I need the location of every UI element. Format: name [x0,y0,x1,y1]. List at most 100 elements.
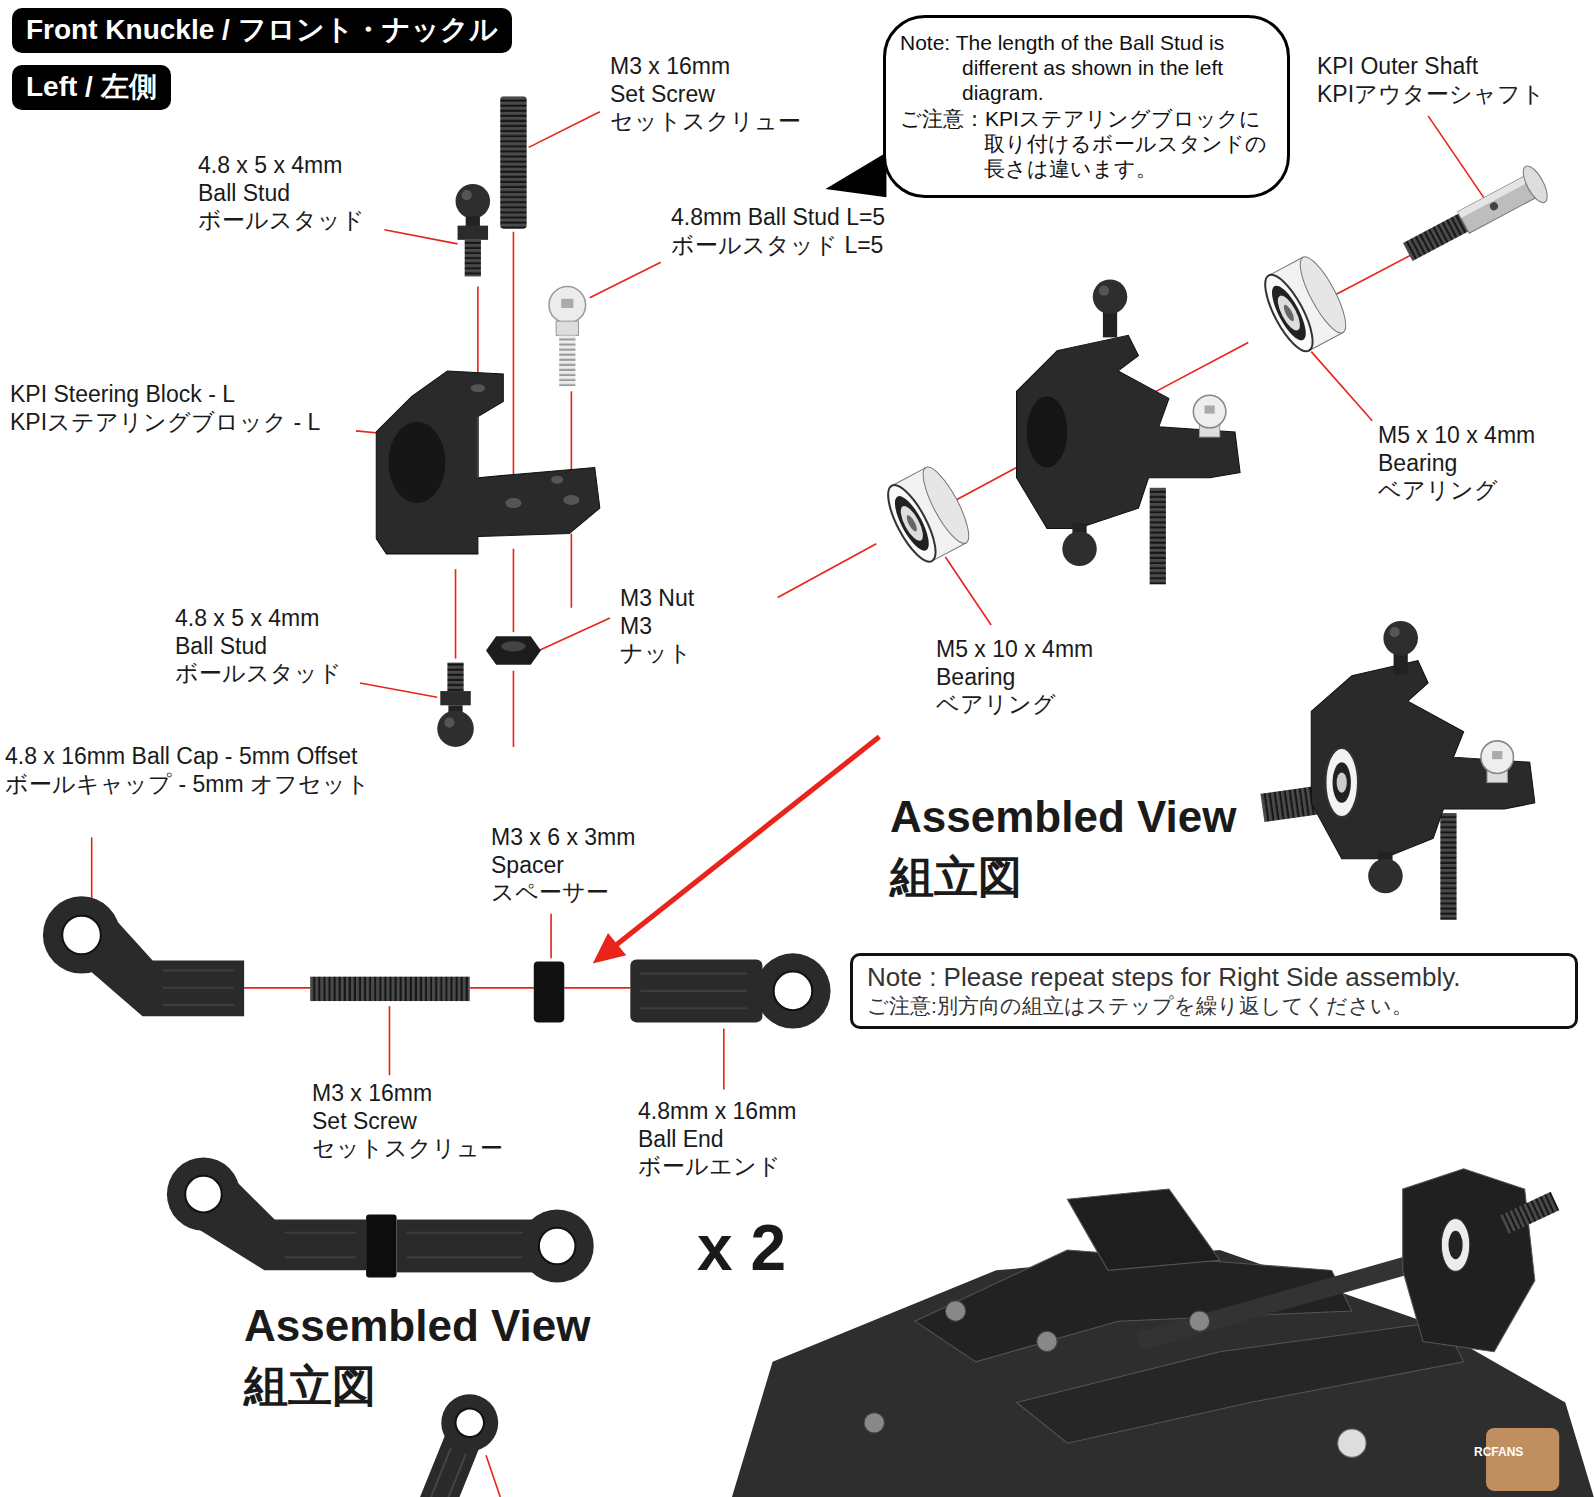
leader-lines [92,112,1491,1497]
set-screw-part [310,977,470,1001]
assembled-rod-part [285,1233,529,1257]
chassis-part [1338,1429,1366,1457]
spacer-part [534,961,564,1022]
bearing [1256,251,1354,357]
leader-lines-part [470,987,534,989]
ball-end-part [640,974,747,1009]
bearing-part [1282,304,1296,323]
bearing-part [879,479,944,568]
leader-lines-part [550,914,552,959]
view-heading: 組立図 [244,1360,376,1413]
part-label: M5 x 10 x 4mm Bearing ベアリング [936,636,1101,719]
ball-stud-part [437,710,474,747]
chassis-part [1500,1192,1559,1234]
chassis-part [864,1413,884,1433]
assembled-knuckle-part [1492,751,1502,759]
leader-lines-part [1147,342,1249,396]
leader-lines-part [564,987,630,989]
part-label: 4.8mm x 16mm Ball End ボールエンド [638,1098,803,1181]
part-label: KPI Outer Shaft KPIアウターシャフト [1317,53,1487,108]
chassis-part [1441,1219,1469,1272]
assembled-rod-part [539,1228,576,1265]
rod-end-part [433,1386,507,1460]
ball-stud-part [458,226,488,240]
ball-stud-part [456,184,491,219]
ball-stud-part [466,216,480,226]
steering-block-part [563,495,579,505]
leader-lines-part [513,232,515,503]
node-text: Note : Please repeat steps for Right Sid… [867,962,1561,993]
white-ball-stud [549,287,586,387]
leader-lines-part [513,549,515,632]
node-text: Left / 左側 [26,70,157,104]
nut-part [486,636,541,664]
red-arrow-part [593,933,627,963]
bearing-part [889,492,936,555]
bearing [879,462,977,568]
note-box: Note : Please repeat steps for Right Sid… [850,953,1578,1029]
part-label: KPI Steering Block - L KPIステアリングブロック - L [10,381,345,436]
leader-lines-part [513,671,515,747]
part-label: 4.8 x 16mm Ball Cap - 5mm Offset ボールキャップ… [5,743,380,798]
leader-lines-part [1428,116,1491,208]
section-band: Left / 左側 [12,65,171,110]
leader-lines-part [91,837,93,898]
bearing-part [1274,293,1305,334]
part-label: 4.8mm Ball Stud L=5 ボールスタッド L=5 [671,204,886,259]
steering-block-part [388,422,445,503]
white-ball-stud-part [561,299,573,308]
rod-end-part [417,1448,466,1497]
chassis-part [1189,1311,1209,1331]
steering-block-part [551,476,563,484]
view-heading: Assembled View [890,791,1236,844]
red-arrow [593,737,880,964]
outer-shaft-part [1488,201,1499,212]
leader-lines-part [723,1028,725,1089]
steering-block-part [376,371,600,554]
ball-end-part [774,972,813,1011]
leader-lines-part [486,1455,500,1497]
title-band: Front Knuckle / フロント・ナックル [12,8,512,53]
ball-cap-part [163,971,234,1006]
set-screw-part [500,97,526,229]
view-heading: Assembled View [244,1300,590,1353]
chassis-part [1448,1231,1462,1259]
note-callout: Note: The length of the Ball Stud is dif… [883,15,1290,198]
leader-lines-part [244,987,310,989]
outer-shaft-part [1458,174,1533,218]
leader-lines-part [950,467,1016,503]
chassis-part [1067,1189,1219,1270]
chassis-part [945,1301,965,1321]
ball-stud [437,663,474,747]
ball-stud-part [447,663,463,691]
steering-block [1017,279,1241,584]
node-subtext: ご注意：KPIステアリングブロックに取り付けるボールスタンドの長さは違います。 [900,106,1271,182]
ball-end [630,953,830,1028]
part-label: 4.8 x 5 x 4mm Ball Stud ボールスタッド [198,152,358,235]
leader-lines-part [384,230,457,244]
steering-block [376,371,600,554]
leader-lines-part [539,618,610,651]
assembled-knuckle-part [1481,741,1514,774]
part-label: M3 x 6 x 3mm Spacer スペーサー [491,824,641,907]
chassis-part [1403,1169,1535,1352]
assembled-knuckle-part [1394,652,1408,674]
ball-stud-part [462,190,472,200]
nut [486,636,541,664]
steering-block-part [1103,311,1117,337]
steering-block-part [1093,279,1128,314]
chassis-part [1138,1255,1443,1341]
assembled-knuckle-part [1333,762,1351,803]
set-screw [310,977,470,1001]
assembled-rod [167,1158,594,1283]
rod-end [395,1386,507,1497]
assembled-rod-part [366,1214,396,1277]
view-heading: 組立図 [890,851,1022,904]
ball-end-part [630,959,762,1022]
steering-block-part [1017,335,1241,528]
leader-lines-part [529,112,600,148]
steering-block-part [1193,395,1226,428]
steering-block-part [1099,286,1109,296]
steering-block-part [477,417,479,478]
